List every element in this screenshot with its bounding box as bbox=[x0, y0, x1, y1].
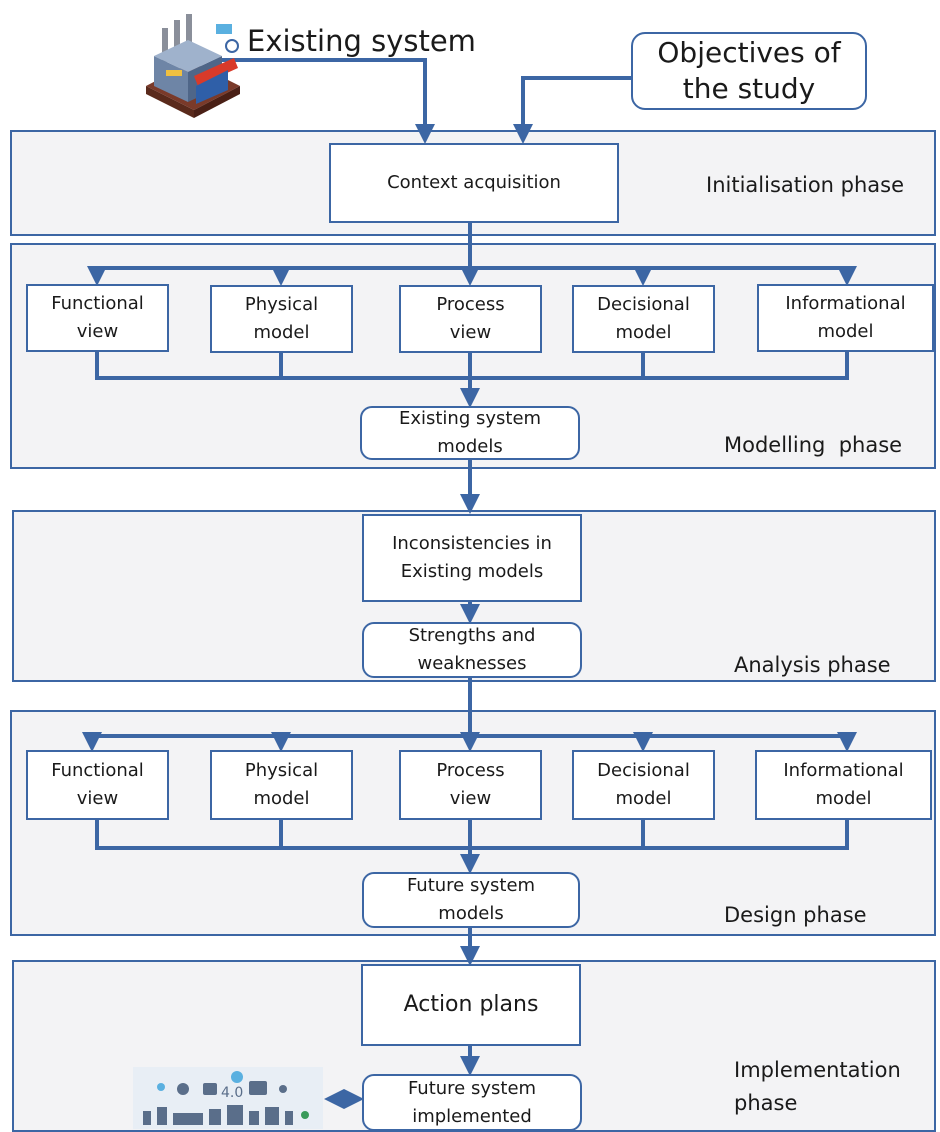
objectives-callout: Objectives of the study bbox=[631, 32, 867, 110]
future-system-models-box: Future system models bbox=[362, 872, 580, 928]
existing-system-label: Existing system bbox=[247, 24, 476, 58]
design-informational-model-box: Informational model bbox=[755, 750, 932, 820]
context-acquisition-box: Context acquisition bbox=[329, 143, 619, 223]
industry-4-0-illustration: 4.0 bbox=[133, 1067, 323, 1129]
modelling-physical-model-box: Physical model bbox=[210, 285, 353, 353]
initialisation-phase-label: Initialisation phase bbox=[706, 173, 905, 197]
modelling-informational-model-box: Informational model bbox=[757, 284, 934, 352]
modelling-phase-label: Modelling phase bbox=[724, 433, 903, 457]
strengths-weaknesses-box: Strengths and weaknesses bbox=[362, 622, 582, 678]
modelling-decisional-model-box: Decisional model bbox=[572, 285, 715, 353]
inconsistencies-box: Inconsistencies in Existing models bbox=[362, 514, 582, 602]
analysis-phase-label: Analysis phase bbox=[734, 653, 891, 677]
modelling-functional-view-box: Functional view bbox=[26, 284, 169, 352]
future-system-implemented-box: Future system implemented bbox=[362, 1074, 582, 1131]
design-process-view-box: Process view bbox=[399, 750, 542, 820]
design-phase-label: Design phase bbox=[724, 903, 867, 927]
design-decisional-model-box: Decisional model bbox=[572, 750, 715, 820]
modelling-process-view-box: Process view bbox=[399, 285, 542, 353]
action-plans-box: Action plans bbox=[361, 964, 581, 1046]
design-physical-model-box: Physical model bbox=[210, 750, 353, 820]
implementation-phase-label: Implementation phase bbox=[734, 1058, 901, 1115]
svg-text:4.0: 4.0 bbox=[221, 1085, 243, 1101]
factory-illustration bbox=[146, 14, 240, 118]
objectives-label: Objectives of the study bbox=[657, 35, 841, 105]
design-functional-view-box: Functional view bbox=[26, 750, 169, 820]
existing-system-models-box: Existing system models bbox=[360, 406, 580, 460]
